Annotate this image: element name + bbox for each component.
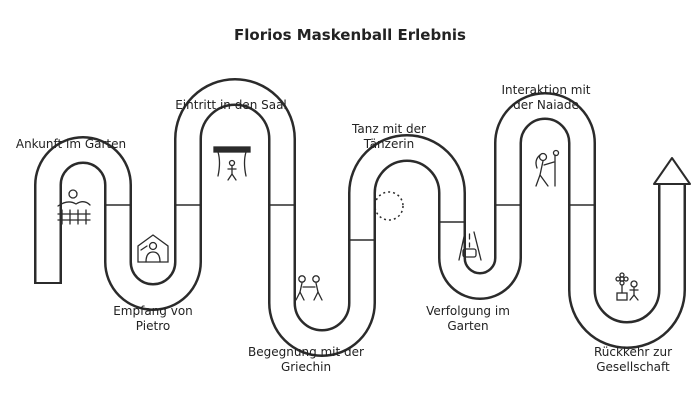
step-label-1: Ankunft im Garten — [8, 137, 134, 152]
landscape-fence-icon — [57, 189, 91, 225]
step-label-4: Begegnung mit der Griechin — [240, 345, 372, 375]
step-label-3: Eintritt in den Saal — [160, 98, 302, 113]
step-3-line-1: Eintritt in den Saal — [175, 98, 287, 112]
flower-person-icon — [615, 272, 639, 301]
step-5-line-1: Tanz mit der — [352, 122, 426, 136]
host-greeting-icon — [137, 234, 169, 263]
step-7-line-2: der Naiade — [513, 98, 579, 112]
step-label-5: Tanz mit der Tänzerin — [330, 122, 448, 152]
segment-separators — [105, 204, 595, 241]
step-2-line-1: Empfang von — [113, 304, 193, 318]
step-4-line-2: Griechin — [280, 360, 332, 374]
naiad-figure-icon — [535, 149, 560, 187]
step-6-line-2: Garten — [447, 319, 489, 333]
step-label-2: Empfang von Pietro — [98, 304, 208, 334]
road-surface — [36, 80, 684, 355]
step-8-line-2: Gesellschaft — [596, 360, 670, 374]
step-6-line-1: Verfolgung im — [426, 304, 510, 318]
step-label-7: Interaktion mit der Naiade — [484, 83, 608, 113]
step-5-line-2: Tänzerin — [363, 137, 415, 151]
arrow-head — [653, 157, 691, 185]
dotted-circle-icon — [374, 191, 404, 221]
car-road-icon — [458, 231, 482, 261]
step-8-line-1: Rückkehr zur — [593, 345, 673, 359]
step-7-line-1: Interaktion mit — [501, 83, 591, 97]
step-1-line-1: Ankunft im Garten — [15, 137, 127, 151]
diagram-title: Florios Maskenball Erlebnis — [234, 26, 466, 44]
step-4-line-1: Begegnung mit der — [248, 345, 364, 359]
step-2-line-2: Pietro — [135, 319, 171, 333]
stage-curtain-icon — [213, 146, 251, 181]
step-label-8: Rückkehr zur Gesellschaft — [572, 345, 694, 375]
step-label-6: Verfolgung im Garten — [408, 304, 528, 334]
two-people-meeting-icon — [295, 275, 323, 301]
